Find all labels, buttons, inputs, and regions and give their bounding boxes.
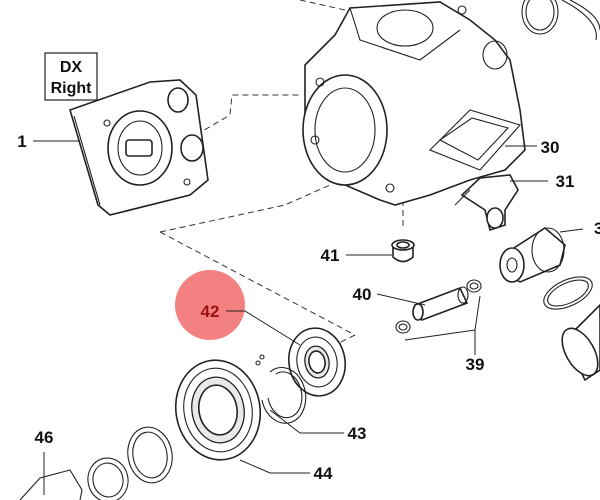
part-31-bracket xyxy=(454,174,519,232)
part-40-pin xyxy=(395,279,482,334)
part-30-pump-body xyxy=(302,1,526,206)
side-box: DX Right xyxy=(44,52,98,101)
label-46: 46 xyxy=(35,428,54,447)
label-40: 40 xyxy=(353,285,372,304)
label-39: 39 xyxy=(466,355,485,374)
label-41: 41 xyxy=(321,246,340,265)
part-42-bearing xyxy=(288,327,346,397)
label-3: 3 xyxy=(594,219,600,238)
part-1-cover xyxy=(69,79,209,216)
side-box-line1: DX xyxy=(60,59,83,76)
part-41-plug xyxy=(391,239,415,263)
label-1: 1 xyxy=(17,132,26,151)
part-labels: 1 30 31 3 41 40 42 39 43 44 46 xyxy=(17,132,600,483)
label-30: 30 xyxy=(541,138,560,157)
seal-ring xyxy=(127,426,173,484)
right-cylinder xyxy=(543,276,600,382)
leader-lines xyxy=(33,140,584,495)
side-box-line2: Right xyxy=(51,80,93,97)
label-43: 43 xyxy=(348,424,367,443)
part-3-piston xyxy=(499,227,566,283)
top-right-orings xyxy=(521,0,600,41)
label-31: 31 xyxy=(556,172,575,191)
part-46-shaft xyxy=(19,457,129,500)
label-44: 44 xyxy=(314,464,333,483)
part-44-bearing xyxy=(174,359,262,461)
highlight-circle xyxy=(175,270,245,340)
part-43-snap-ring xyxy=(255,354,307,424)
label-42: 42 xyxy=(201,302,220,321)
